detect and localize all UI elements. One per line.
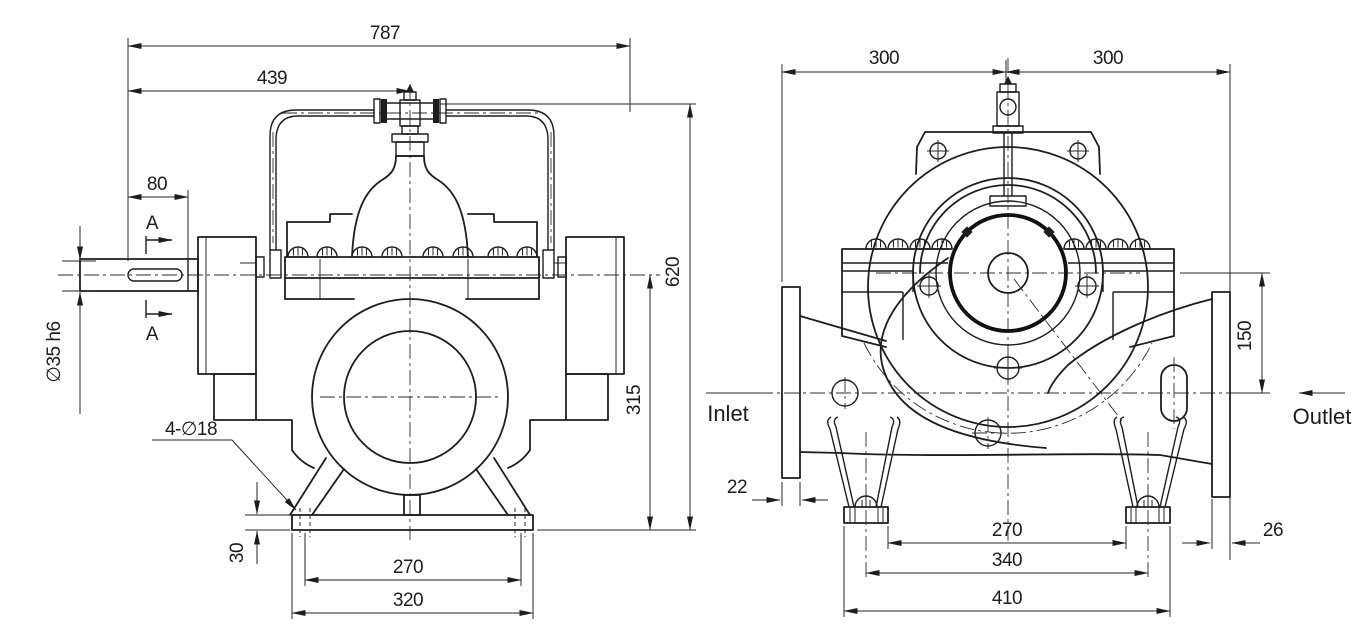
dim-shaft-to-nozzle: 150 (1235, 321, 1256, 351)
side-view-dimensions: 787 439 80 ∅35 h6 A A 4-∅18 (44, 23, 696, 619)
dim-shaft-end-to-center: 439 (257, 68, 287, 89)
shaft-seal-glands (240, 249, 567, 279)
bearing-housing (912, 177, 1104, 382)
end-view-dimensions: 300 300 150 22 26 270 340 410 Inlet (707, 48, 1351, 617)
outlet-flange (1211, 291, 1231, 498)
dim-foundation-holes: 4-∅18 (165, 419, 217, 440)
outlet-label: Outlet (1293, 404, 1352, 429)
volute-and-nozzles (781, 257, 1231, 498)
dim-feet-bolt-span: 340 (992, 550, 1022, 571)
bearing-brackets (197, 236, 625, 469)
support-legs-base (289, 457, 534, 537)
volute-casing (284, 259, 540, 496)
dim-feet-inner-span: 270 (992, 520, 1022, 541)
side-view: 787 439 80 ∅35 h6 A A 4-∅18 (44, 23, 696, 619)
dim-inlet-flange-thickness: 22 (727, 477, 747, 498)
dim-outlet-flange-thickness: 26 (1263, 520, 1283, 541)
section-letter-top: A (146, 213, 159, 234)
end-view: 300 300 150 22 26 270 340 410 Inlet (706, 48, 1351, 617)
inlet-flange (781, 286, 801, 479)
side-view-centerlines (58, 84, 660, 540)
dim-center-to-left: 300 (869, 48, 899, 69)
dim-foot-bolt-span: 270 (393, 557, 423, 578)
dim-center-to-right: 300 (1093, 48, 1123, 69)
section-mark-A: A A (145, 213, 173, 345)
dim-shaft-diameter: ∅35 h6 (44, 321, 65, 382)
end-view-centerlines (706, 58, 1246, 579)
dim-base-width: 320 (393, 590, 423, 611)
dim-base-thickness: 30 (227, 543, 248, 563)
casing-end-face (867, 131, 1149, 428)
split-flange-lugs (841, 238, 1175, 348)
air-valve-cross-fitting (373, 84, 447, 127)
dim-overall-height: 620 (663, 257, 684, 287)
dim-feet-outer-span: 410 (992, 588, 1022, 609)
split-flange (284, 246, 540, 279)
balance-pipe-loop (269, 109, 555, 250)
dim-centerline-height: 315 (624, 385, 645, 415)
section-letter-bottom: A (146, 324, 159, 345)
dim-overall-length: 787 (370, 23, 400, 44)
upper-casing-dome (286, 125, 538, 258)
dim-shaft-extension: 80 (147, 174, 167, 195)
inlet-label: Inlet (707, 401, 749, 426)
